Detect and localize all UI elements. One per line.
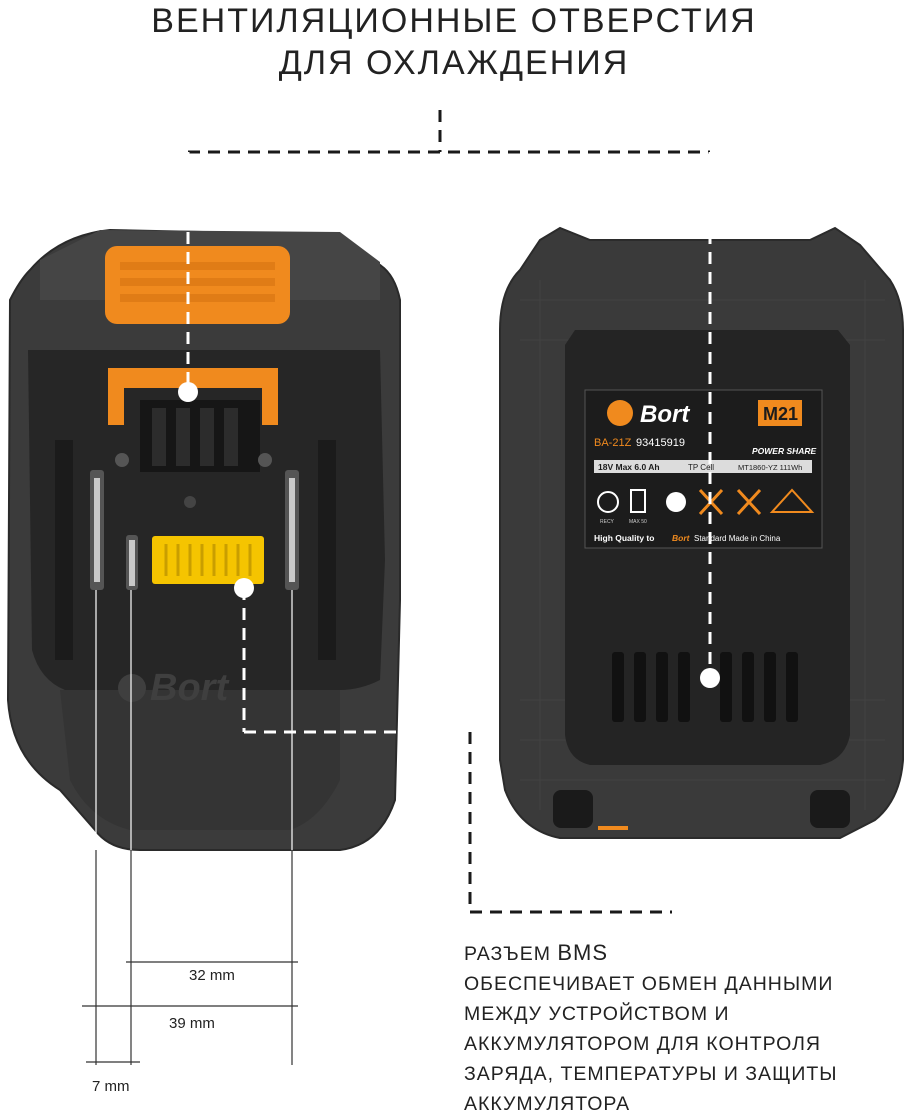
bms-heading: РАЗЪЕМ BMS — [464, 938, 904, 969]
label-footer-suffix: Standard Made in China — [694, 534, 781, 543]
label-brand: Bort — [640, 401, 690, 428]
label-cell: TP Cell — [688, 463, 714, 472]
battery-left: Bort — [6, 228, 401, 851]
bms-line-2: МЕЖДУ УСТРОЙСТВОМ И — [464, 1003, 730, 1025]
temperature-icon — [630, 489, 646, 513]
mount-left — [553, 790, 593, 828]
label-power-share: POWER SHARE — [752, 446, 817, 456]
label-badge — [758, 400, 802, 426]
label-badge-text: M21 — [763, 404, 798, 424]
bms-callout-lines — [242, 588, 672, 914]
housing-logo: Bort — [150, 667, 229, 709]
bort-logo-dot — [607, 400, 633, 426]
battery-right: Bort M21 BA-21Z 93415919 POWER SHARE 18V… — [499, 226, 904, 839]
rail-left — [55, 440, 73, 660]
label-model: BA-21Z — [594, 437, 632, 449]
bms-heading-name: BMS — [557, 940, 609, 965]
label-code: 93415919 — [636, 437, 685, 449]
vent-marker-right — [700, 668, 720, 688]
vent-marker-left — [178, 382, 198, 402]
dimension-32mm: 32 mm — [189, 967, 235, 984]
bms-connector — [152, 536, 264, 584]
bms-marker — [234, 578, 254, 598]
label-footer-brand: Bort — [672, 533, 691, 543]
label-spec: 18V Max 6.0 Ah — [598, 462, 660, 472]
screw-right — [258, 453, 272, 467]
screw-left — [115, 453, 129, 467]
label-recy: RECY — [600, 519, 615, 525]
mount-right — [810, 790, 850, 828]
recycle-icon — [597, 491, 619, 513]
battery-left-plate — [28, 350, 385, 690]
no-crush-icon — [736, 488, 762, 516]
dimension-39mm: 39 mm — [169, 1015, 215, 1032]
battery-left-lower — [60, 690, 340, 830]
dimension-7mm: 7 mm — [92, 1078, 130, 1095]
title-line-1: ВЕНТИЛЯЦИОННЫЕ ОТВЕРСТИЯ — [151, 2, 757, 40]
manual-icon — [666, 492, 686, 512]
orange-bracket — [108, 368, 278, 425]
rail-right — [318, 440, 336, 660]
label-footer-prefix: High Quality to — [594, 533, 654, 543]
label-rating: MT1860-YZ 111Wh — [738, 463, 802, 472]
bms-description: РАЗЪЕМ BMS ОБЕСПЕЧИВАЕТ ОБМЕН ДАННЫМИ МЕ… — [464, 938, 904, 1119]
label-max50: MAX 50 — [629, 519, 647, 525]
bms-line-4: ЗАРЯДА, ТЕМПЕРАТУРЫ И ЗАЩИТЫ — [464, 1063, 838, 1085]
no-water-icon — [769, 488, 815, 513]
vent-grille — [612, 652, 798, 722]
title-line-2: ДЛЯ ОХЛАЖДЕНИЯ — [278, 44, 630, 82]
vent-callout-lines — [188, 110, 710, 154]
bms-line-5: АККУМУЛЯТОРА — [464, 1093, 631, 1115]
bms-line-3: АККУМУЛЯТОРОМ ДЛЯ КОНТРОЛЯ — [464, 1033, 822, 1055]
dimension-lines — [82, 590, 298, 1065]
bms-heading-prefix: РАЗЪЕМ — [464, 943, 551, 965]
bms-line-1: ОБЕСПЕЧИВАЕТ ОБМЕН ДАННЫМИ — [464, 973, 834, 995]
